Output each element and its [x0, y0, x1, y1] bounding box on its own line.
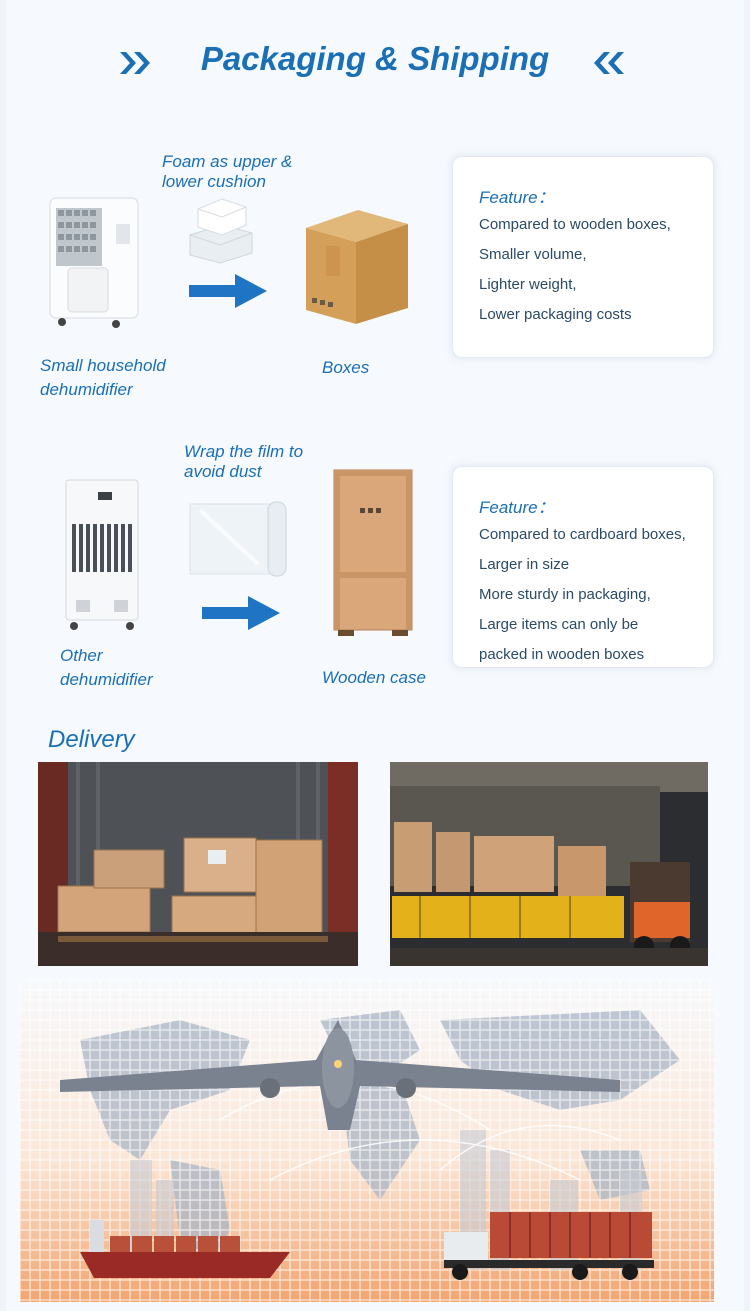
feature-card-boxes: Feature： Compared to wooden boxes, Small…: [452, 156, 714, 358]
feature-item: More sturdy in packaging,: [479, 586, 651, 603]
process-note-foam: Foam as upper & lower cushion: [162, 152, 293, 191]
truck-loading-photo: [390, 762, 708, 966]
wooden-case-image: [330, 468, 416, 638]
feature-title: Feature：: [479, 188, 555, 207]
small-dehumidifier-image: [46, 194, 142, 330]
feature-item: Large items can only be: [479, 616, 639, 633]
feature-item: Larger in size: [479, 556, 570, 573]
process-note-film: Wrap the film to avoid dust: [184, 442, 304, 481]
page: Packaging & Shipping Foam as upper & low…: [6, 0, 744, 1311]
feature-item: Compared to cardboard boxes,: [479, 526, 686, 543]
arrow-right-icon: [189, 274, 269, 313]
global-logistics-banner: [20, 980, 714, 1302]
delivery-title: Delivery: [48, 726, 135, 753]
chevron-left-icon: [590, 50, 626, 76]
feature-list: Compared to cardboard boxes, Larger in s…: [479, 525, 686, 675]
container-loading-photo: [38, 762, 358, 966]
cardboard-box-image: [300, 206, 412, 328]
product-label-small-household: Small household dehumidifier: [40, 356, 166, 399]
feature-item: Compared to wooden boxes,: [479, 216, 671, 233]
product-label-other: Other dehumidifier: [60, 646, 153, 689]
feature-item: packed in wooden boxes: [479, 646, 645, 663]
feature-card-wooden-case: Feature： Compared to cardboard boxes, La…: [452, 466, 714, 668]
industrial-dehumidifier-image: [62, 478, 142, 632]
page-title: Packaging & Shipping: [200, 40, 550, 77]
chevron-right-icon: [118, 50, 154, 76]
stretch-film-image: [188, 500, 290, 578]
feature-item: Smaller volume,: [479, 246, 587, 263]
package-label-boxes: Boxes: [322, 358, 370, 377]
feature-item: Lighter weight,: [479, 276, 577, 293]
feature-item: Lower packaging costs: [479, 306, 632, 323]
feature-title: Feature：: [479, 498, 555, 517]
foam-cushion-image: [186, 195, 258, 265]
package-label-wooden-case: Wooden case: [322, 668, 426, 687]
arrow-right-icon: [202, 596, 282, 635]
feature-list: Compared to wooden boxes, Smaller volume…: [479, 215, 671, 335]
